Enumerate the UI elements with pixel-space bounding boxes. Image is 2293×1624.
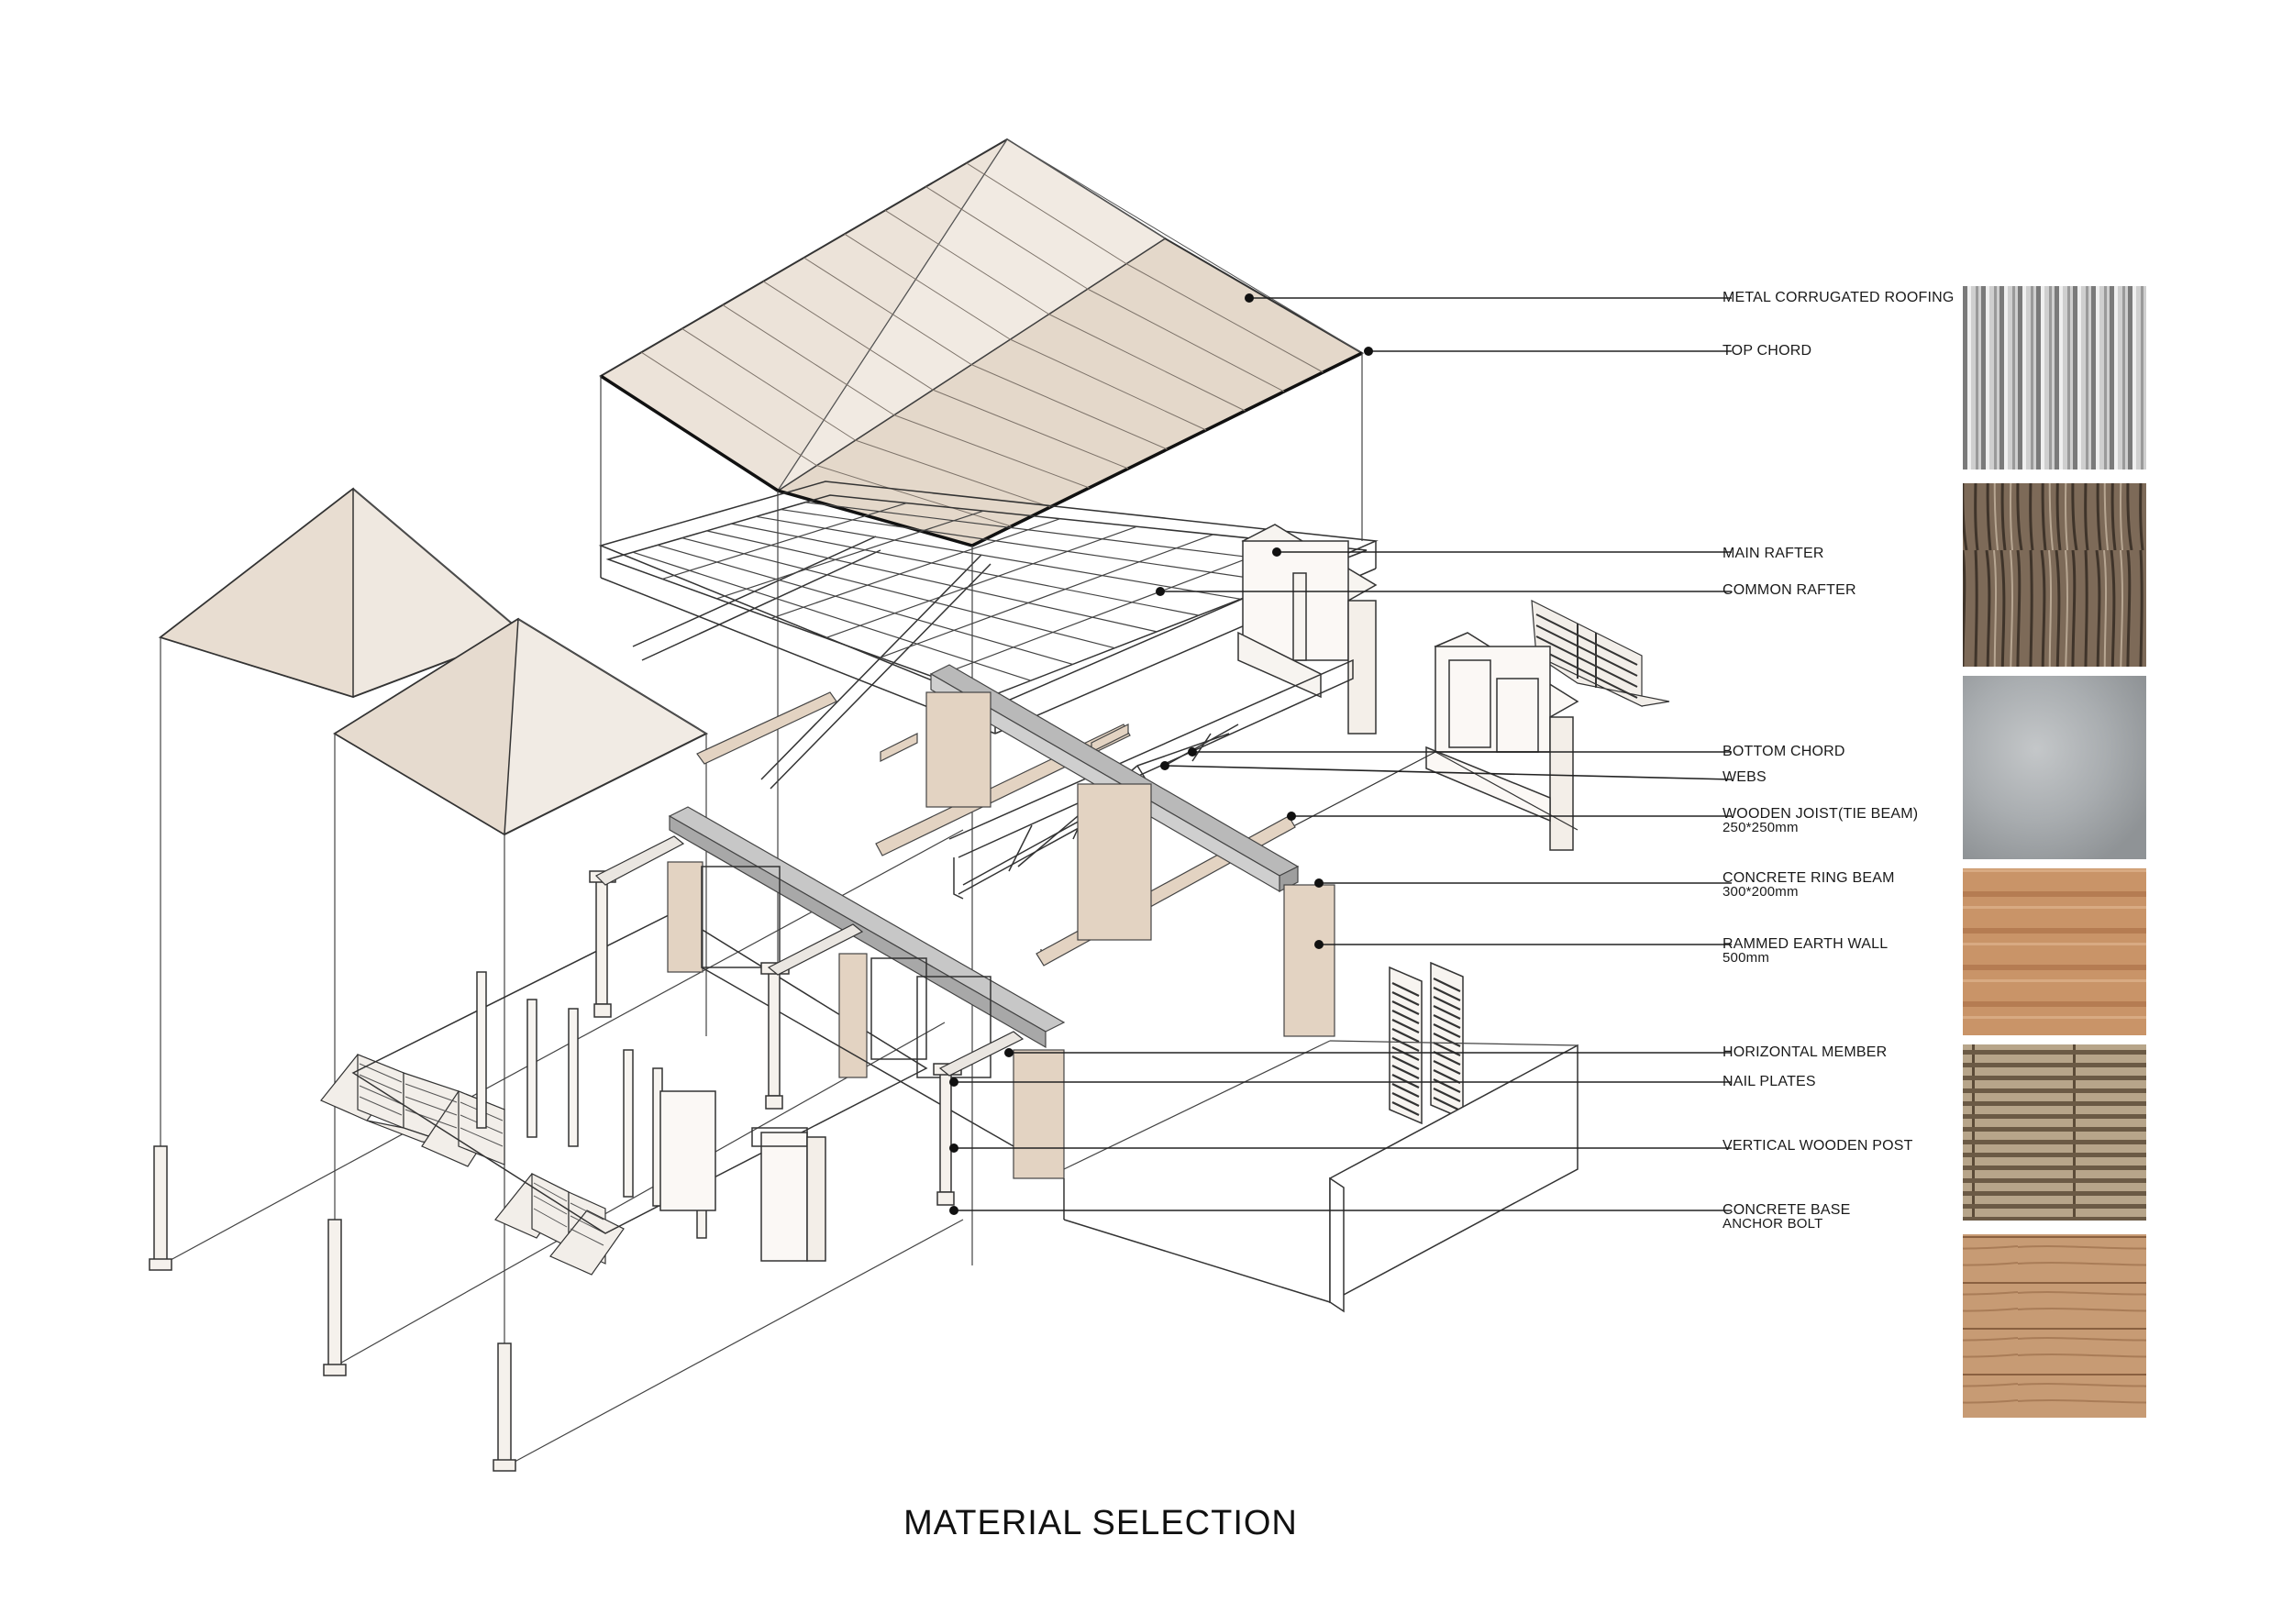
- louvre-slats: [1535, 613, 1638, 699]
- bench-slats: [359, 1063, 604, 1246]
- material-label-text: CONCRETE BASE: [1723, 1202, 1851, 1218]
- leader-dot: [1160, 761, 1169, 770]
- leader-line: [1164, 765, 1733, 780]
- material-label-subtext: 300*200mm: [1723, 884, 1799, 900]
- weathered-wood-swatch: [1963, 483, 2146, 667]
- truss-rafters: [632, 502, 1325, 681]
- louvre-bench-top-right: [1531, 599, 1670, 707]
- material-label-text: METAL CORRUGATED ROOFING: [1723, 290, 1955, 305]
- upper-window-frame: [1237, 524, 1378, 735]
- material-label: VERTICAL WOODEN POST: [1723, 1138, 1913, 1154]
- material-label-subtext: 500mm: [1723, 950, 1770, 966]
- material-label: HORIZONTAL MEMBER: [1723, 1044, 1888, 1060]
- material-label: NAIL PLATES: [1723, 1074, 1816, 1089]
- leader-dot: [1004, 1048, 1014, 1057]
- roof-corrugation-lines: [641, 162, 1324, 527]
- material-label-subtext: 250*250mm: [1723, 820, 1799, 835]
- leader-lines: [949, 293, 1733, 1215]
- material-label-text: COMMON RAFTER: [1723, 582, 1856, 598]
- pavilion-roof-back: [158, 487, 525, 699]
- shutter-slats: [1391, 978, 1461, 1116]
- leader-dot: [1364, 347, 1373, 356]
- material-label: COMMON RAFTER: [1723, 582, 1856, 598]
- material-label-text: RAMMED EARTH WALL: [1723, 936, 1889, 952]
- leader-dot: [1188, 747, 1197, 757]
- material-label-text: BOTTOM CHORD: [1723, 744, 1845, 759]
- timber-plank-swatch: [1963, 1234, 2146, 1418]
- material-label-text: CONCRETE RING BEAM: [1723, 870, 1895, 886]
- rammed-earth-columns: [667, 691, 1335, 1179]
- horizontal-members: [594, 835, 1025, 1077]
- leader-dot: [949, 1143, 958, 1153]
- material-label-text: WOODEN JOIST(TIE BEAM): [1723, 806, 1919, 822]
- pavilion-guide-lines: [160, 637, 964, 1468]
- leader-dot: [1272, 547, 1281, 557]
- material-label: METAL CORRUGATED ROOFING: [1723, 290, 1955, 305]
- pavilion-posts: [149, 1145, 516, 1472]
- leader-dot: [949, 1206, 958, 1215]
- material-label: TOP CHORD: [1723, 343, 1812, 359]
- front-wall-block: [1063, 1044, 1579, 1313]
- material-label-text: VERTICAL WOODEN POST: [1723, 1138, 1913, 1154]
- bamboo-swatch: [1963, 1044, 2146, 1221]
- right-window-unit: [1425, 632, 1579, 851]
- leader-dot: [1156, 587, 1165, 596]
- rammed-earth-swatch: [1963, 868, 2146, 1035]
- material-label-text: MAIN RAFTER: [1723, 546, 1824, 561]
- leader-dot: [1287, 812, 1296, 821]
- material-label-subtext: ANCHOR BOLT: [1723, 1216, 1823, 1232]
- main-roof: [599, 138, 1365, 547]
- material-label: MAIN RAFTER: [1723, 546, 1824, 561]
- concrete-swatch: [1963, 676, 2146, 859]
- corrugated-metal-swatch: [1963, 286, 2146, 470]
- material-label: BOTTOM CHORD: [1723, 744, 1845, 759]
- leader-dot: [1314, 878, 1324, 888]
- material-label-text: TOP CHORD: [1723, 343, 1812, 359]
- left-room-walls: [659, 866, 1065, 1262]
- leader-dot: [1245, 293, 1254, 303]
- material-label: WOODEN JOIST(TIE BEAM)250*250mm: [1723, 806, 1919, 835]
- leader-dot: [949, 1077, 958, 1087]
- material-label-text: WEBS: [1723, 769, 1767, 785]
- material-label-text: HORIZONTAL MEMBER: [1723, 1044, 1888, 1060]
- material-swatches: [1963, 286, 2146, 1418]
- page-title: MATERIAL SELECTION: [903, 1504, 1298, 1542]
- leader-dot: [1314, 940, 1324, 949]
- material-label: WEBS: [1723, 769, 1767, 785]
- material-label-text: NAIL PLATES: [1723, 1074, 1816, 1089]
- concrete-ring-beam-center: [929, 664, 1300, 893]
